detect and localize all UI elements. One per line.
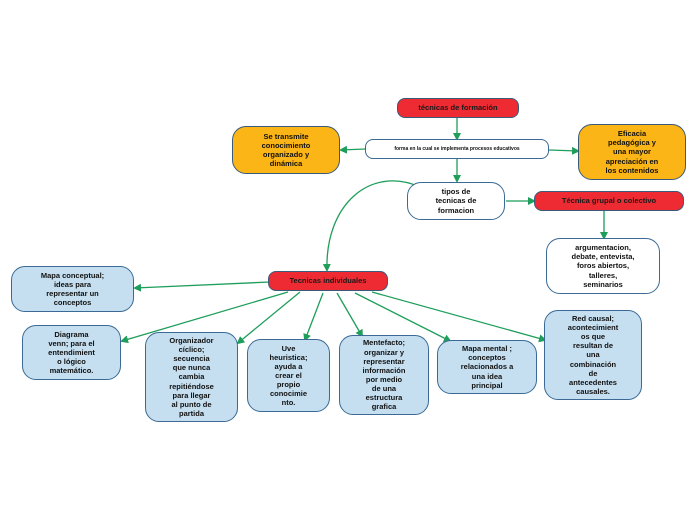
right-note-node[interactable]: Eficacia pedagógica y una mayor apreciac… bbox=[578, 124, 686, 180]
concept-map-node[interactable]: Mapa conceptual; ideas para representar … bbox=[11, 266, 134, 312]
connector-individual-concept-map bbox=[133, 281, 271, 292]
group-examples-node[interactable]: argumentacion, debate, entevista, foros … bbox=[546, 238, 660, 294]
cyclic-organizer-node[interactable]: Organizador cíclico; secuencia que nunca… bbox=[145, 332, 238, 422]
types-node[interactable]: tipos de tecnicas de formacion bbox=[407, 182, 505, 220]
connector-types-individual bbox=[322, 180, 421, 272]
uve-heuristica-node[interactable]: Uve heuristica; ayuda a crear el propio … bbox=[247, 339, 330, 412]
connector-individual-mind-map bbox=[354, 292, 452, 342]
individual-techniques-node[interactable]: Tecnicas individuales bbox=[268, 271, 388, 291]
connector-individual-uve bbox=[303, 292, 324, 342]
connector-individual-causal bbox=[371, 291, 547, 343]
connector-individual-cyclic bbox=[236, 291, 301, 345]
root-node[interactable]: técnicas de formación bbox=[397, 98, 519, 118]
connector-definition-left bbox=[339, 145, 366, 154]
venn-diagram-node[interactable]: Diagrama venn; para el entendimient o ló… bbox=[22, 325, 121, 380]
group-technique-node[interactable]: Técnica grupal o colectivo bbox=[534, 191, 684, 211]
mind-map-node[interactable]: Mapa mental ; conceptos relacionados a u… bbox=[437, 340, 537, 394]
connector-individual-mentefacto bbox=[336, 292, 364, 338]
left-note-node[interactable]: Se transmite conocimiento organizado y d… bbox=[232, 126, 340, 174]
definition-node[interactable]: forma en la cual se implementa procesos … bbox=[365, 139, 549, 159]
connector-definition-right bbox=[548, 146, 580, 155]
connector-individual-venn bbox=[120, 291, 289, 344]
mentefacto-node[interactable]: Mentefacto; organizar y representar info… bbox=[339, 335, 429, 415]
causal-network-node[interactable]: Red causal; acontecimient os que resulta… bbox=[544, 310, 642, 400]
